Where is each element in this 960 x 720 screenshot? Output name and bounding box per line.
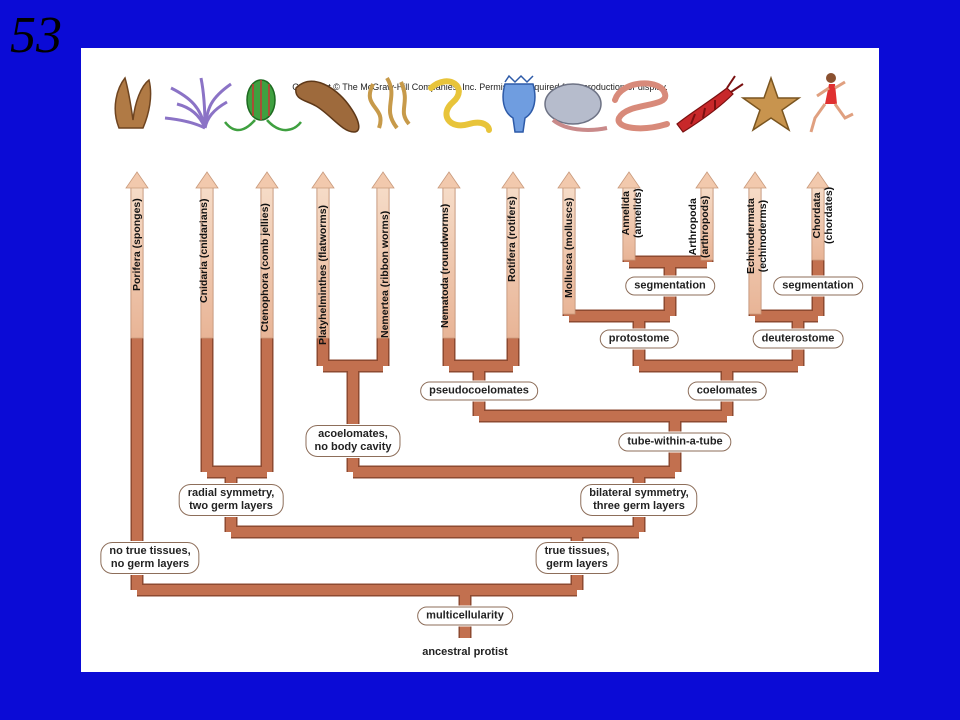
arrowhead-rotifera bbox=[501, 171, 525, 189]
diagram-panel: Copyright © The McGraw-Hill Companies, I… bbox=[81, 48, 879, 672]
label-echinodermata: Echinodermata(echinoderms) bbox=[745, 198, 769, 274]
node-tube-within-a-tube: tube-within-a-tube bbox=[618, 432, 732, 452]
node-no-true-tissues: no true tissues,no germ layers bbox=[100, 542, 200, 574]
arrowhead-annelida bbox=[617, 171, 641, 189]
arrowhead-arthropoda bbox=[695, 171, 719, 189]
rotifer-icon bbox=[502, 74, 536, 133]
tree-branches bbox=[130, 188, 825, 638]
copyright-notice: Copyright © The McGraw-Hill Companies, I… bbox=[292, 82, 668, 92]
roundworm-icon bbox=[428, 78, 492, 133]
label-porifera: Porifera (sponges) bbox=[131, 198, 143, 291]
phylogenetic-tree bbox=[114, 73, 854, 638]
label-arthropoda: Arthropoda(arthropods) bbox=[687, 195, 711, 258]
comb-jelly-icon bbox=[224, 79, 302, 132]
mollusc-icon bbox=[544, 83, 608, 132]
arrowhead-chordata bbox=[806, 171, 830, 189]
node-protostome: protostome bbox=[599, 329, 679, 349]
label-annelida: Annelida(annelids) bbox=[620, 188, 644, 238]
node-bilateral-symmetry: bilateral symmetry,three germ layers bbox=[580, 484, 698, 516]
tree-arrowheads bbox=[125, 171, 830, 339]
arrowhead-cnidaria bbox=[195, 171, 219, 189]
node-coelomates: coelomates bbox=[687, 381, 767, 401]
cnidarian-icon bbox=[164, 77, 232, 130]
ribbon-worm-icon bbox=[367, 76, 411, 130]
arrowhead-nematoda bbox=[437, 171, 461, 189]
echinoderm-icon bbox=[740, 75, 802, 132]
arrowhead-echinodermata bbox=[743, 171, 767, 189]
label-platyhelminthes: Platyhelminthes (flatworms) bbox=[317, 204, 329, 345]
label-nematoda: Nematoda (roundworms) bbox=[439, 203, 451, 328]
arrowhead-mollusca bbox=[557, 171, 581, 189]
node-multicellularity: multicellularity bbox=[417, 606, 513, 626]
human-runner-icon bbox=[809, 73, 854, 133]
node-segmentation-deuterostome: segmentation bbox=[773, 276, 863, 296]
node-true-tissues: true tissues,germ layers bbox=[535, 542, 619, 574]
node-pseudocoelomates: pseudocoelomates bbox=[420, 381, 538, 401]
label-chordata: Chordata(chordates) bbox=[811, 186, 835, 244]
node-radial-symmetry: radial symmetry,two germ layers bbox=[178, 484, 284, 516]
label-nemertea: Nemertea (ribbon worms) bbox=[379, 210, 391, 338]
arthropod-icon bbox=[676, 75, 744, 133]
sponge-icon bbox=[114, 76, 152, 129]
flatworm-icon bbox=[295, 80, 360, 133]
node-deuterostome: deuterostome bbox=[752, 329, 844, 349]
node-segmentation-protostome: segmentation bbox=[625, 276, 715, 296]
node-acoelomates: acoelomates,no body cavity bbox=[305, 425, 401, 457]
label-cnidaria: Cnidaria (cnidarians) bbox=[198, 198, 210, 303]
label-ctenophora: Ctenophora (comb jellies) bbox=[259, 203, 271, 332]
label-mollusca: Mollusca (molluscs) bbox=[563, 197, 575, 298]
slide-number: 53 bbox=[10, 7, 62, 64]
annelid-icon bbox=[612, 80, 670, 132]
arrowhead-porifera bbox=[125, 171, 149, 189]
arrowhead-ctenophora bbox=[255, 171, 279, 189]
label-rotifera: Rotifera (rotifers) bbox=[506, 196, 518, 282]
arrowhead-nemertea bbox=[371, 171, 395, 189]
arrowhead-platyhelminthes bbox=[311, 171, 335, 189]
